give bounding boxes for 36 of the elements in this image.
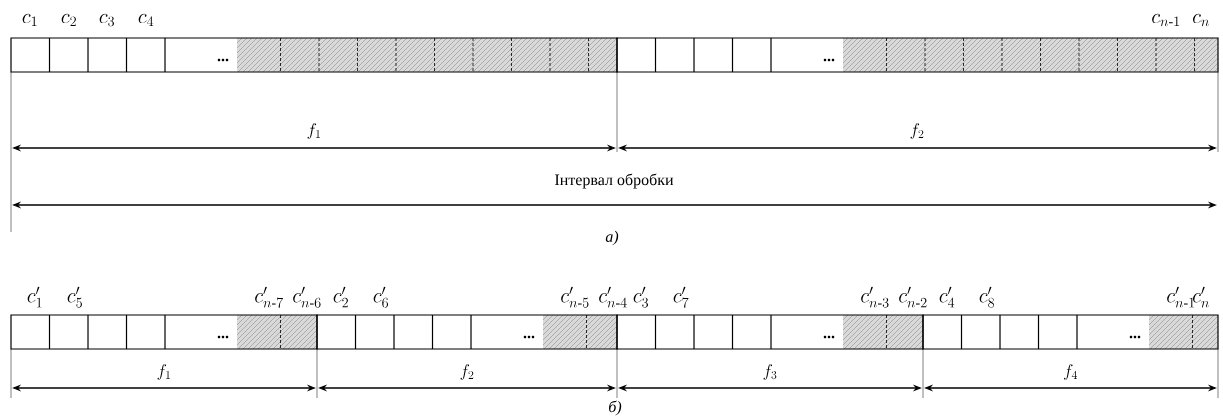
dimension-label: $f_{4}$ <box>1064 364 1078 380</box>
cell-label: $c_{3}$ <box>99 13 115 27</box>
cell-label: $c'_{n\text{-}5}$ <box>561 286 589 308</box>
ellipsis: ... <box>823 58 835 62</box>
dimension-label: $f_{1}$ <box>307 123 320 139</box>
cell-label: $c_{2}$ <box>61 13 76 26</box>
cell-label: $c'_{2}$ <box>333 286 348 308</box>
cell-label: $c'_{n\text{-}2}$ <box>899 286 927 308</box>
dimension-label: $f_{3}$ <box>763 364 777 380</box>
cell-label: $c'_{n}$ <box>1193 286 1209 308</box>
cell-label: $c'_{4}$ <box>939 286 955 308</box>
cell-label: $c'_{n\text{-}4}$ <box>599 286 627 308</box>
cell-label: $c_{1}$ <box>22 13 37 26</box>
cell-label: $c_{n}$ <box>1193 13 1209 27</box>
cell-label: $c'_{1}$ <box>27 286 42 308</box>
ellipsis: ... <box>217 58 229 62</box>
cell-label: $c'_{n\text{-}7}$ <box>255 286 283 308</box>
dimension-label: $f_{2}$ <box>460 364 474 380</box>
cell-label: $c'_{7}$ <box>673 286 689 308</box>
cell-label: $c'_{3}$ <box>633 286 649 308</box>
dimension-label: $f_{2}$ <box>910 123 924 139</box>
cell-label: $c'_{n\text{-}3}$ <box>861 286 889 308</box>
cell-label: $c'_{n\text{-}6}$ <box>293 286 321 308</box>
panel-label: б) <box>609 400 622 416</box>
cell-label: $c'_{5}$ <box>67 286 82 308</box>
interval-label: Інтервал обробки <box>555 173 674 189</box>
cell-label: $c_{n\text{-}1}$ <box>1152 13 1180 27</box>
ellipsis: ... <box>523 335 535 339</box>
ellipsis: ... <box>823 335 835 339</box>
panel-label: а) <box>605 230 619 246</box>
cell-label: $c'_{6}$ <box>373 286 389 308</box>
cell-label: $c'_{8}$ <box>979 286 995 308</box>
cell-label: $c_{4}$ <box>138 13 154 26</box>
ellipsis: ... <box>1129 335 1141 339</box>
dimension-label: $f_{1}$ <box>157 364 170 380</box>
ellipsis: ... <box>217 335 229 339</box>
